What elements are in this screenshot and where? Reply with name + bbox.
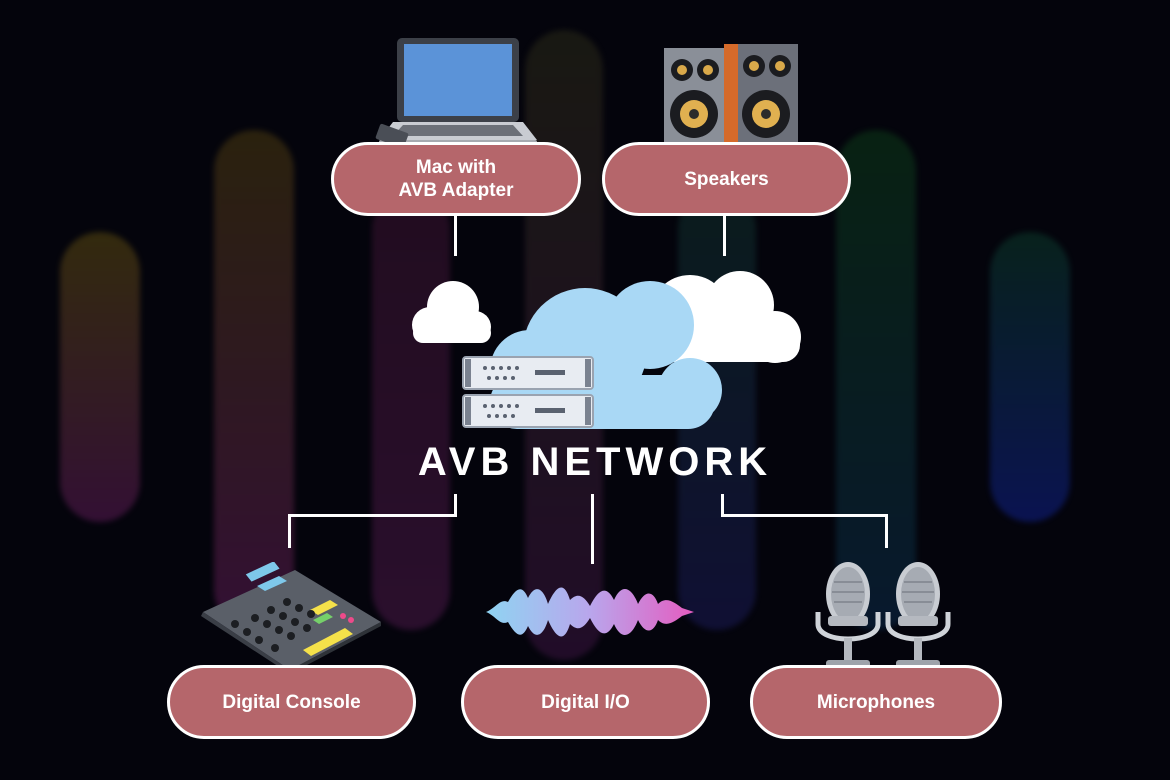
sound-wave-icon [486,587,694,637]
connector-mics-v2 [885,514,888,548]
background-bar [990,232,1070,522]
speakers-icon [664,44,798,154]
background-bar [60,232,140,522]
speakers-label: Speakers [684,168,769,190]
background-bar [836,130,916,630]
console-label: Digital Console [222,691,361,713]
connector-speakers [723,214,726,256]
io-pill[interactable]: Digital I/O [461,665,710,739]
cloud-server-icon [412,271,801,429]
background-bar [372,190,450,630]
connector-console-v2 [288,514,291,548]
connector-console-h [288,514,457,517]
mixing-console-icon [201,562,381,674]
small-cloud [412,281,491,343]
laptop-icon [375,38,537,149]
io-label: Digital I/O [541,691,630,713]
connector-mics-h [721,514,888,517]
connector-mac [454,214,457,256]
connector-io [591,494,594,564]
console-pill[interactable]: Digital Console [167,665,416,739]
speakers-pill[interactable]: Speakers [602,142,851,216]
mac-pill[interactable]: Mac with AVB Adapter [331,142,581,216]
server-icon [462,356,594,428]
mac-label: Mac with AVB Adapter [398,157,514,201]
connector-mics-v1 [721,494,724,516]
connector-console-v1 [454,494,457,516]
microphone-icon [815,562,951,668]
mics-label: Microphones [816,691,936,713]
background-bar [214,130,294,630]
mics-pill[interactable]: Microphones [750,665,1002,739]
network-title: AVB NETWORK [417,440,773,484]
